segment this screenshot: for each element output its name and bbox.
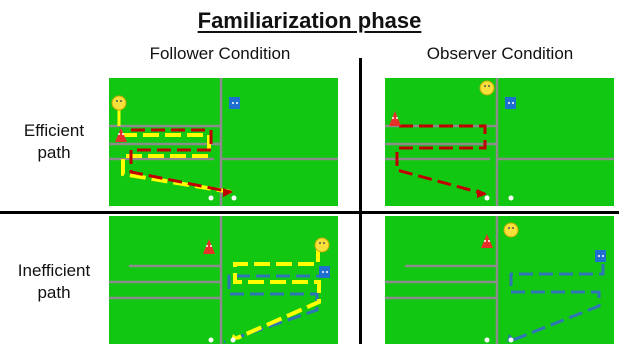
blue-box-agent: [595, 250, 606, 262]
figure-title: Familiarization phase: [197, 8, 422, 33]
yellow-smiley-agent: [111, 95, 127, 111]
column-header-follower: Follower Condition: [149, 44, 291, 63]
goal-marker: [208, 337, 214, 343]
panel-follower-efficient: [109, 78, 338, 206]
goal-marker: [508, 337, 514, 343]
blue-agent-path: [509, 264, 605, 342]
row-header-efficient-line1: Efficient: [23, 121, 85, 140]
yellow-follower-path: [121, 133, 232, 194]
yellow-follower-path: [233, 246, 321, 340]
scene-follower-inefficient: [109, 216, 330, 344]
panel-observer-efficient: [385, 78, 614, 206]
red-cone-agent: [203, 239, 215, 254]
row-header-inefficient: Inefficient path: [4, 260, 104, 304]
blue-box-agent: [319, 266, 330, 278]
column-header-observer: Observer Condition: [426, 44, 574, 63]
blue-box-agent: [229, 97, 240, 109]
red-arrowhead: [223, 188, 233, 197]
red-cone-agent: [389, 111, 401, 126]
scene-observer-efficient: [385, 78, 614, 206]
goal-marker: [230, 337, 236, 343]
row-header-efficient: Efficient path: [4, 120, 104, 164]
horizontal-divider: [0, 211, 619, 214]
walls: [385, 216, 499, 344]
row-header-efficient-line2: path: [37, 143, 71, 162]
walls: [109, 78, 338, 206]
row-header-inefficient-line1: Inefficient: [17, 261, 91, 280]
walls: [385, 78, 614, 206]
yellow-smiley-agent: [503, 222, 519, 238]
row-header-inefficient-line2: path: [37, 283, 71, 302]
red-arrowhead: [477, 189, 487, 198]
goal-marker: [208, 195, 214, 201]
panel-observer-inefficient: [385, 216, 614, 344]
goal-marker: [484, 195, 490, 201]
scene-observer-inefficient: [385, 216, 606, 344]
goal-marker: [508, 195, 514, 201]
scene-follower-efficient: [109, 78, 338, 206]
vertical-divider: [359, 58, 362, 344]
panel-follower-inefficient: [109, 216, 338, 344]
red-cone-agent: [115, 128, 127, 142]
goal-marker: [484, 337, 490, 343]
yellow-smiley-agent: [314, 237, 330, 253]
red-agent-path: [129, 128, 232, 194]
red-agent-path: [395, 124, 487, 196]
red-cone-agent: [481, 234, 493, 248]
yellow-smiley-agent: [479, 80, 495, 96]
walls: [109, 216, 223, 344]
goal-marker: [231, 195, 237, 201]
blue-box-agent: [505, 97, 516, 109]
